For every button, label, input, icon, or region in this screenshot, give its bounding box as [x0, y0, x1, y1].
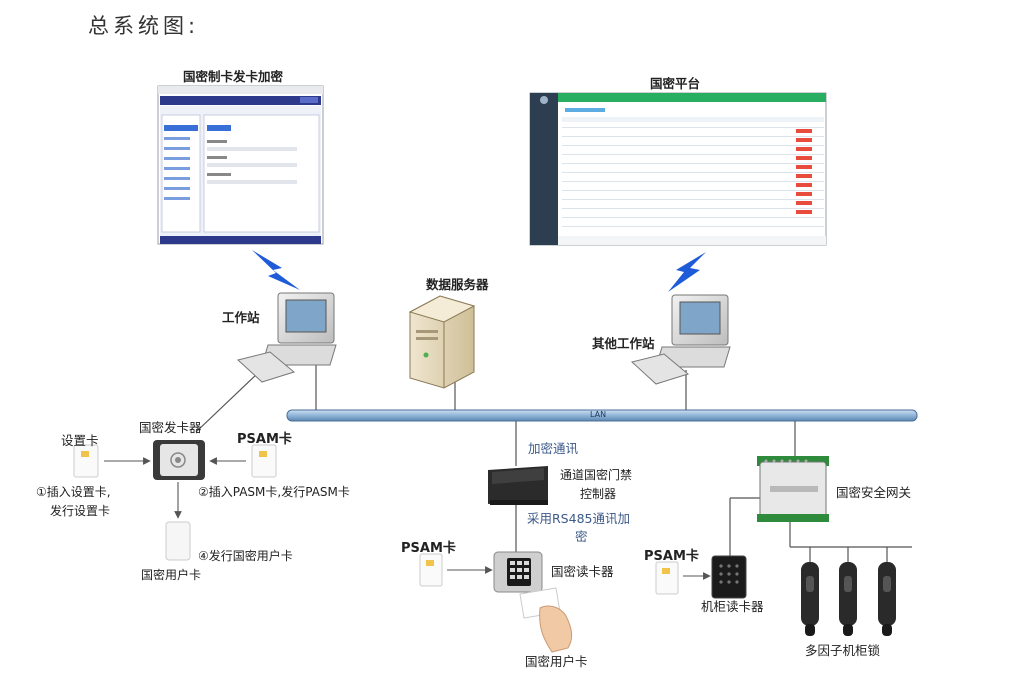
- hand-holding-card-icon: [519, 587, 573, 653]
- data-server-label: 数据服务器: [426, 277, 489, 292]
- controller-label: 通道国密门禁 控制器: [560, 468, 633, 501]
- right-psam-label: PSAM卡: [644, 549, 699, 564]
- other-workstation-label: 其他工作站: [592, 336, 655, 351]
- middle-psam-label: PSAM卡: [401, 541, 456, 556]
- card-issuer-device-icon: [153, 440, 205, 480]
- step2-text: ②插入PASM卡,发行PASM卡: [198, 485, 350, 499]
- issuer-label: 国密发卡器: [139, 420, 202, 435]
- workstation-computer-icon: [236, 292, 337, 383]
- platform-label: 国密平台: [650, 76, 701, 91]
- cabinet-lock-icon: [878, 562, 896, 636]
- step1-text: ①插入设置卡, 发行设置卡: [36, 485, 111, 518]
- lightning-icon: [668, 252, 706, 292]
- rs485-label: 采用RS485通讯加 密: [527, 511, 630, 544]
- lightning-icon: [252, 250, 300, 290]
- step4-text: ④发行国密用户卡: [198, 549, 293, 563]
- encrypted-comm-label: 加密通讯: [528, 441, 579, 456]
- other-workstation-computer-icon: [630, 294, 731, 385]
- setup-card-label: 设置卡: [61, 433, 99, 448]
- card-system-screenshot: [157, 85, 324, 245]
- cabinet-reader-icon: [711, 555, 747, 599]
- workstation-label: 工作站: [222, 310, 260, 325]
- platform-screenshot: [529, 92, 827, 246]
- cabinet-lock-icon: [801, 562, 819, 636]
- card-reader-keypad-icon: [493, 551, 543, 593]
- card-icon: [655, 561, 679, 595]
- middle-user-card-label: 国密用户卡: [525, 654, 588, 669]
- psam-card-label: PSAM卡: [237, 432, 292, 447]
- page-title: 总系统图:: [88, 14, 200, 38]
- card-icon: [165, 521, 191, 561]
- access-controller-icon: [488, 466, 548, 505]
- card-icon: [419, 553, 443, 587]
- lan-bus: [286, 409, 918, 422]
- card-icon: [73, 444, 99, 478]
- gateway-label: 国密安全网关: [836, 485, 912, 500]
- user-card-label: 国密用户卡: [141, 568, 202, 582]
- reader-label: 国密读卡器: [551, 564, 614, 579]
- card-system-label: 国密制卡发卡加密: [183, 69, 284, 84]
- cabinet-reader-label: 机柜读卡器: [701, 599, 764, 614]
- card-icon: [251, 444, 277, 478]
- locks-label: 多因子机柜锁: [805, 643, 881, 658]
- lan-label: LAN: [590, 410, 607, 419]
- security-gateway-icon: [757, 456, 829, 522]
- cabinet-lock-icon: [839, 562, 857, 636]
- data-server-icon: [408, 295, 476, 389]
